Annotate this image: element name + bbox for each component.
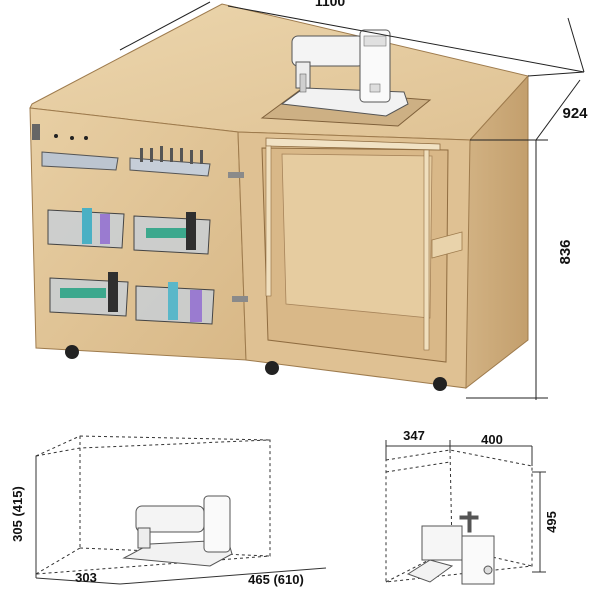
door-hole <box>84 136 88 140</box>
door-rack-top-left <box>41 151 119 171</box>
hinge-icon <box>232 296 248 302</box>
lift-post-right <box>423 149 430 351</box>
right-box-width-label: 400 <box>481 432 503 447</box>
door-rack-spools <box>129 146 211 177</box>
right-box-depth-label: 347 <box>403 428 425 443</box>
machine-space-box-left <box>35 435 327 585</box>
left-box-height-label: 305 (415) <box>10 486 25 542</box>
right-box-height-label: 495 <box>544 511 559 533</box>
key-icon <box>32 124 40 140</box>
castor-wheel <box>433 377 447 391</box>
door-basket <box>133 212 211 255</box>
sewing-machine-sketch-left <box>122 495 233 567</box>
sewing-cabinet <box>29 3 529 391</box>
cabinet-dimension-lines <box>119 1 585 400</box>
cabinet-height-label: 836 <box>557 239 574 264</box>
sewing-machine-on-cabinet <box>280 29 409 117</box>
door-hole <box>54 134 58 138</box>
door-basket <box>135 282 215 325</box>
lift-platform-edge <box>265 137 441 151</box>
cabinet-shelf <box>431 231 463 259</box>
sewing-machine-sketch-right <box>406 511 495 585</box>
left-box-width-label: 465 (610) <box>248 572 304 587</box>
door-basket <box>49 272 129 317</box>
door-hole <box>70 136 74 140</box>
lift-post-left <box>265 145 272 297</box>
cabinet-back-panel <box>281 153 433 319</box>
hinge-icon <box>228 172 244 178</box>
castor-wheel <box>265 361 279 375</box>
door-basket <box>47 208 125 249</box>
castor-wheel <box>65 345 79 359</box>
left-box-depth-label: 303 <box>75 570 97 585</box>
cabinet-width-label: 1100 <box>315 0 346 9</box>
machine-space-box-right <box>385 440 546 585</box>
cabinet-depth-label: 924 <box>562 105 588 122</box>
